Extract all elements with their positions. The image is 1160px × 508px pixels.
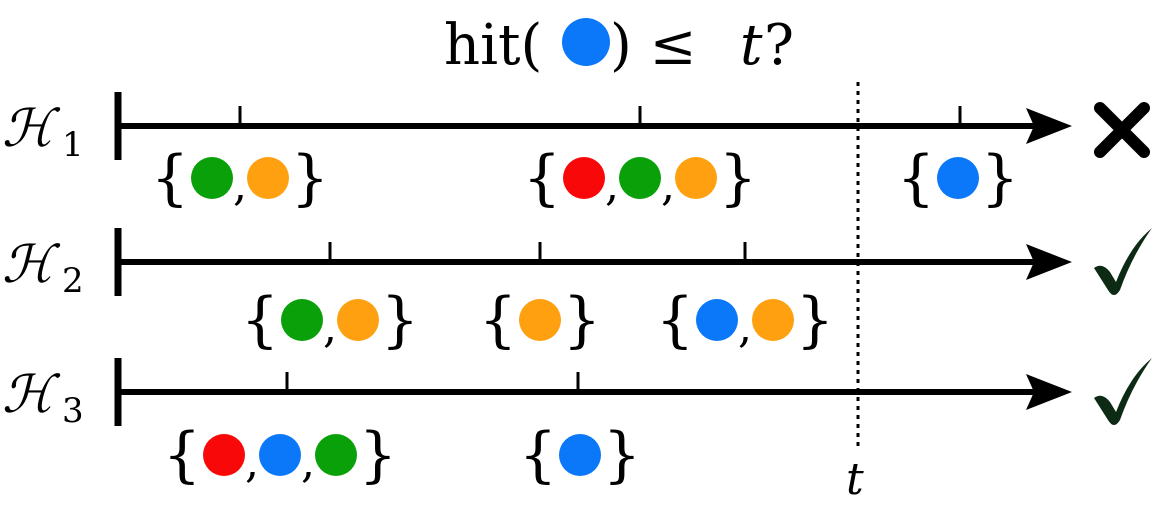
comma: ,	[661, 160, 675, 211]
brace-open: {	[163, 420, 201, 490]
agent-dot-green	[315, 434, 357, 476]
brace-close: }	[603, 420, 641, 490]
brace-close: }	[359, 420, 397, 490]
history-label-subscript: 2	[62, 261, 84, 301]
brace-open: {	[523, 143, 561, 213]
brace-open: {	[241, 285, 279, 355]
check-icon	[1094, 358, 1152, 425]
event-set: {,}	[241, 285, 419, 355]
agent-dot-orange	[752, 299, 794, 341]
brace-open: {	[479, 285, 517, 355]
brace-open: {	[656, 285, 694, 355]
agent-dot-green	[619, 157, 661, 199]
comma: ,	[233, 160, 247, 211]
agent-dot-orange	[519, 299, 561, 341]
brace-close: }	[796, 285, 834, 355]
event-set: {}	[897, 143, 1019, 213]
arrow-head-icon	[1026, 374, 1072, 410]
comma: ,	[738, 302, 752, 353]
threshold-label: t	[846, 454, 864, 505]
brace-close: }	[563, 285, 601, 355]
history-label: ℋ	[2, 99, 61, 159]
comma: ,	[323, 302, 337, 353]
title-variable: t	[740, 13, 763, 78]
title: hit( ) ≤ t ?	[444, 13, 794, 78]
agent-dot-green	[191, 157, 233, 199]
event-set: {}	[519, 420, 641, 490]
history-label-subscript: 1	[62, 125, 84, 165]
brace-open: {	[519, 420, 557, 490]
brace-open: {	[897, 143, 935, 213]
cross-icon	[1094, 102, 1150, 158]
history-label: ℋ	[2, 365, 61, 425]
title-dot	[562, 18, 610, 66]
agent-dot-blue	[696, 299, 738, 341]
agent-dot-orange	[675, 157, 717, 199]
history-label: ℋ	[2, 235, 61, 295]
brace-close: }	[981, 143, 1019, 213]
history-label-subscript: 3	[62, 391, 84, 431]
arrow-head-icon	[1026, 244, 1072, 280]
agent-dot-orange	[247, 157, 289, 199]
title-question: ?	[764, 13, 794, 78]
title-prefix: hit(	[444, 13, 542, 78]
event-set: {,}	[656, 285, 834, 355]
brace-open: {	[151, 143, 189, 213]
comma: ,	[605, 160, 619, 211]
brace-close: }	[719, 143, 757, 213]
agent-dot-red	[563, 157, 605, 199]
arrow-head-icon	[1026, 108, 1072, 144]
agent-dot-green	[281, 299, 323, 341]
event-set: {,}	[151, 143, 329, 213]
agent-dot-red	[203, 434, 245, 476]
agent-dot-blue	[259, 434, 301, 476]
comma: ,	[301, 437, 315, 488]
brace-close: }	[291, 143, 329, 213]
comma: ,	[245, 437, 259, 488]
event-set: {,,}	[163, 420, 397, 490]
agent-dot-blue	[559, 434, 601, 476]
check-icon	[1094, 228, 1152, 295]
event-set: {}	[479, 285, 601, 355]
agent-dot-blue	[937, 157, 979, 199]
brace-close: }	[381, 285, 419, 355]
title-suffix: ) ≤	[610, 13, 697, 78]
agent-dot-orange	[337, 299, 379, 341]
event-set: {,,}	[523, 143, 757, 213]
